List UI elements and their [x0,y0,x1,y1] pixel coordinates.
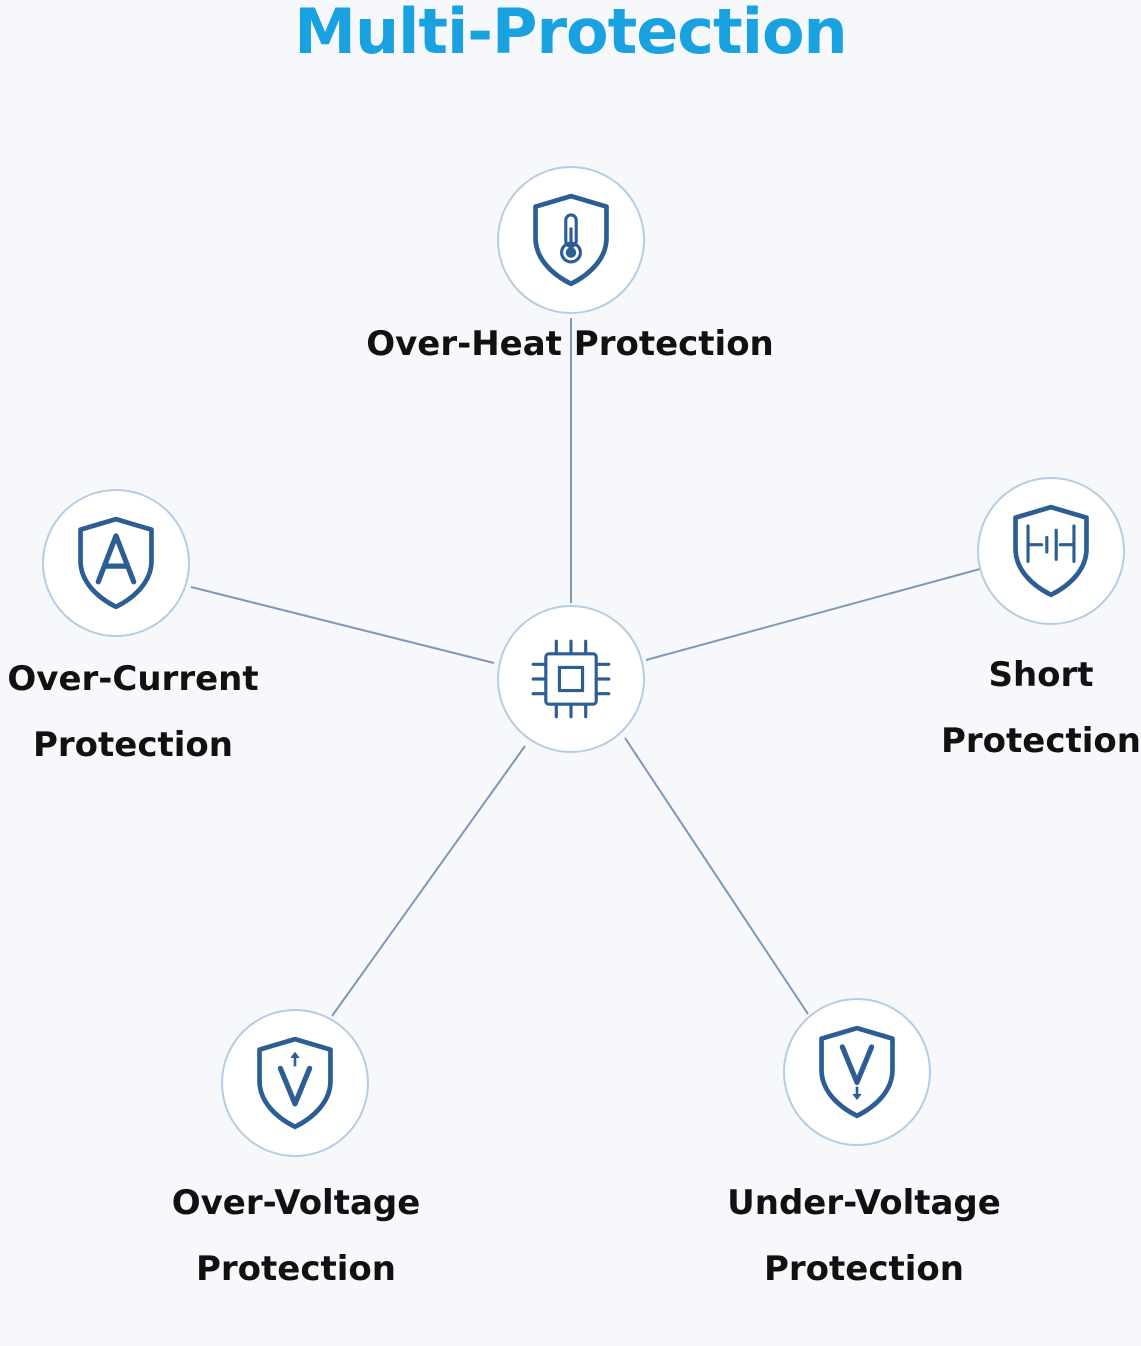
over-voltage-label-line-1: Over-Voltage [171,1183,421,1223]
over-heat-label: Over-Heat Protection [320,316,820,372]
chip-icon [531,639,611,719]
short-node [977,477,1125,625]
short-circuit-shield-icon [1013,504,1089,598]
over-voltage-label-line-2: Protection [196,1249,396,1289]
connector-under-voltage [624,737,809,1015]
voltage-down-shield-icon [819,1025,895,1119]
connector-short [645,568,981,661]
ampere-shield-icon [78,516,154,610]
over-current-label-line-1: Over-Current [7,659,259,699]
over-voltage-label: Over-Voltage Protection [146,1170,446,1302]
over-current-label-line-2: Protection [33,725,233,765]
voltage-up-shield-icon [257,1036,333,1130]
center-chip-node [497,605,645,753]
over-heat-node [497,166,645,314]
connector-over-current [190,586,495,664]
short-label: Short Protection [941,642,1141,774]
short-label-line-2: Protection [941,721,1141,761]
under-voltage-label-line-2: Protection [764,1249,964,1289]
under-voltage-label: Under-Voltage Protection [704,1170,1024,1302]
connector-over-voltage [331,745,526,1017]
thermometer-shield-icon [533,193,609,287]
over-heat-label-line-1: Over-Heat Protection [366,324,774,364]
over-current-label: Over-Current Protection [0,646,266,778]
under-voltage-label-line-1: Under-Voltage [727,1183,1001,1223]
under-voltage-node [783,998,931,1146]
short-label-line-1: Short [988,655,1094,695]
page-title: Multi-Protection [294,0,847,68]
over-current-node [42,489,190,637]
over-voltage-node [221,1009,369,1157]
